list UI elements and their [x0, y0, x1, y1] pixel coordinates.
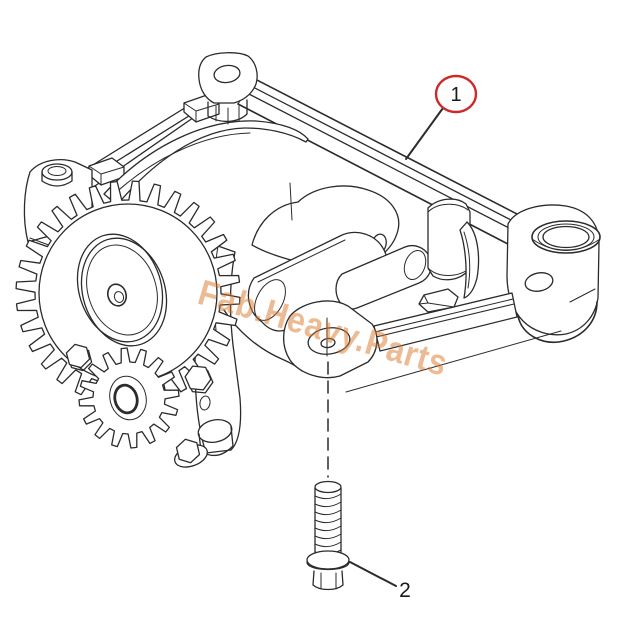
mount-ring: [531, 220, 601, 254]
bolt-flange: [306, 550, 350, 570]
hex-bolt: [184, 365, 212, 391]
callout-2: 2: [349, 561, 411, 602]
top-boss-hole: [213, 64, 241, 84]
frame-curved-arm: [103, 120, 309, 206]
hex-bolts: [65, 343, 214, 468]
top-mount-boss: [198, 52, 258, 125]
large-gear: [15, 180, 241, 406]
small-gear: [78, 347, 180, 449]
hex-bolt: [175, 438, 201, 464]
small-gear-hole: [113, 383, 139, 415]
frame-lower-arm: [345, 288, 562, 393]
callout-2-label: 2: [399, 579, 411, 602]
mount-hole: [524, 272, 554, 292]
callout-2-leader: [349, 561, 397, 587]
hex-bolt: [65, 343, 91, 369]
bolt-hex-head: [312, 570, 344, 591]
gear-center-hole: [106, 283, 128, 307]
frame-left-arm: [87, 94, 220, 189]
callout-1-leader: [405, 107, 444, 160]
callout-1-label: 1: [450, 84, 461, 106]
callout-1-circle: [434, 74, 478, 114]
right-mount-boss: [506, 204, 601, 343]
flange-bolt: [306, 361, 350, 591]
pump-housing: [223, 182, 480, 372]
bolt-lug: [282, 300, 378, 379]
callout-1: 1: [405, 74, 478, 160]
